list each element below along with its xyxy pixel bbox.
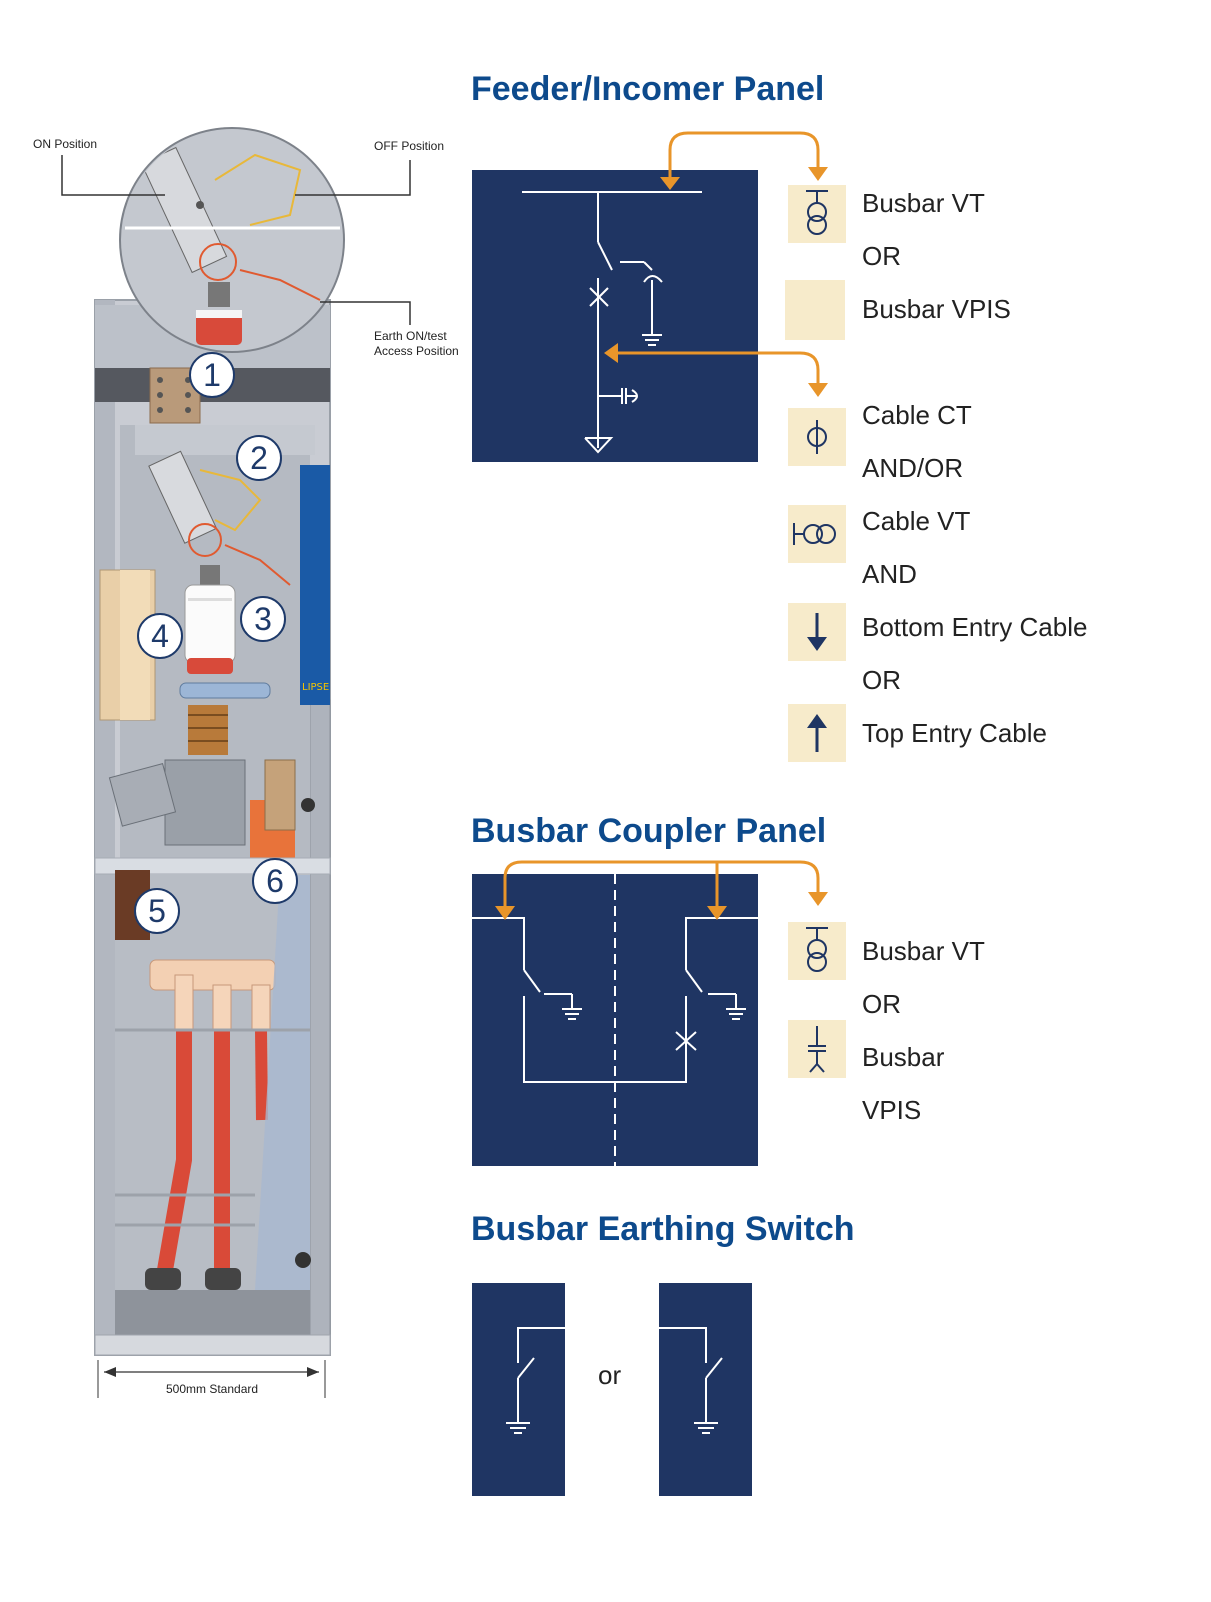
coupler-vpis-label: VPIS (862, 1095, 922, 1125)
feeder-bottom-entry-label: Bottom Entry Cable (862, 612, 1088, 642)
badge-3: 3 (240, 596, 286, 642)
width-dimension-label: 500mm Standard (166, 1382, 259, 1396)
busbar-vt-icon (788, 185, 846, 243)
feeder-or-1-label: OR (862, 241, 901, 271)
coupler-single-line-diagram (472, 874, 758, 1166)
earthing-diagram-left (472, 1283, 565, 1496)
coupler-diagram-panel (472, 874, 758, 1166)
feeder-busbar-vpis-label: Busbar VPIS (862, 294, 1011, 324)
busbar-vpis-icon (785, 280, 845, 340)
earth-position-line1: Earth ON/test (374, 329, 447, 343)
cable-ct-icon (788, 408, 846, 466)
coupler-busbar-vpis-icon (788, 1020, 846, 1078)
feeder-cable-vt-label: Cable VT (862, 506, 971, 536)
feeder-top-entry-label: Top Entry Cable (862, 718, 1047, 748)
on-position-label: ON Position (33, 137, 98, 151)
cable-vt-icon (788, 505, 846, 563)
badge-5: 5 (134, 888, 180, 934)
earthing-diagram-right (659, 1283, 752, 1496)
feeder-connection-arrows (604, 131, 828, 397)
feeder-and-or-label: AND/OR (862, 453, 964, 483)
feeder-busbar-vt-label: Busbar VT (862, 188, 985, 218)
off-position-label: OFF Position (374, 139, 445, 153)
feeder-cable-ct-label: Cable CT (862, 400, 972, 430)
feeder-diagram-panel (472, 170, 758, 462)
feeder-or-2-label: OR (862, 665, 901, 695)
badge-2: 2 (236, 435, 282, 481)
coupler-busbar-vt-icon (788, 922, 846, 980)
coupler-connection-arrows (495, 860, 828, 920)
badge-1: 1 (189, 352, 235, 398)
coupler-or-label: OR (862, 989, 901, 1019)
earth-position-label: Earth ON/test Access Position (374, 329, 459, 359)
feeder-heading: Feeder/Incomer Panel (471, 70, 825, 108)
badge-4: 4 (137, 613, 183, 659)
coupler-busbar-vt-label: Busbar VT (862, 936, 985, 966)
arrow-down-icon (788, 603, 846, 661)
coupler-heading: Busbar Coupler Panel (471, 812, 827, 850)
feeder-single-line-diagram (522, 191, 702, 454)
badge-6: 6 (252, 858, 298, 904)
earth-position-line2: Access Position (374, 344, 459, 358)
feeder-and-label: AND (862, 559, 917, 589)
switchgear-cutaway-illustration: LIPSE (61, 127, 411, 1398)
arrow-up-icon (788, 704, 846, 762)
coupler-busbar-label: Busbar (862, 1042, 945, 1072)
side-panel-text: LIPSE (302, 682, 329, 693)
earthing-heading: Busbar Earthing Switch (471, 1210, 855, 1248)
earthing-or-label: or (598, 1360, 622, 1390)
